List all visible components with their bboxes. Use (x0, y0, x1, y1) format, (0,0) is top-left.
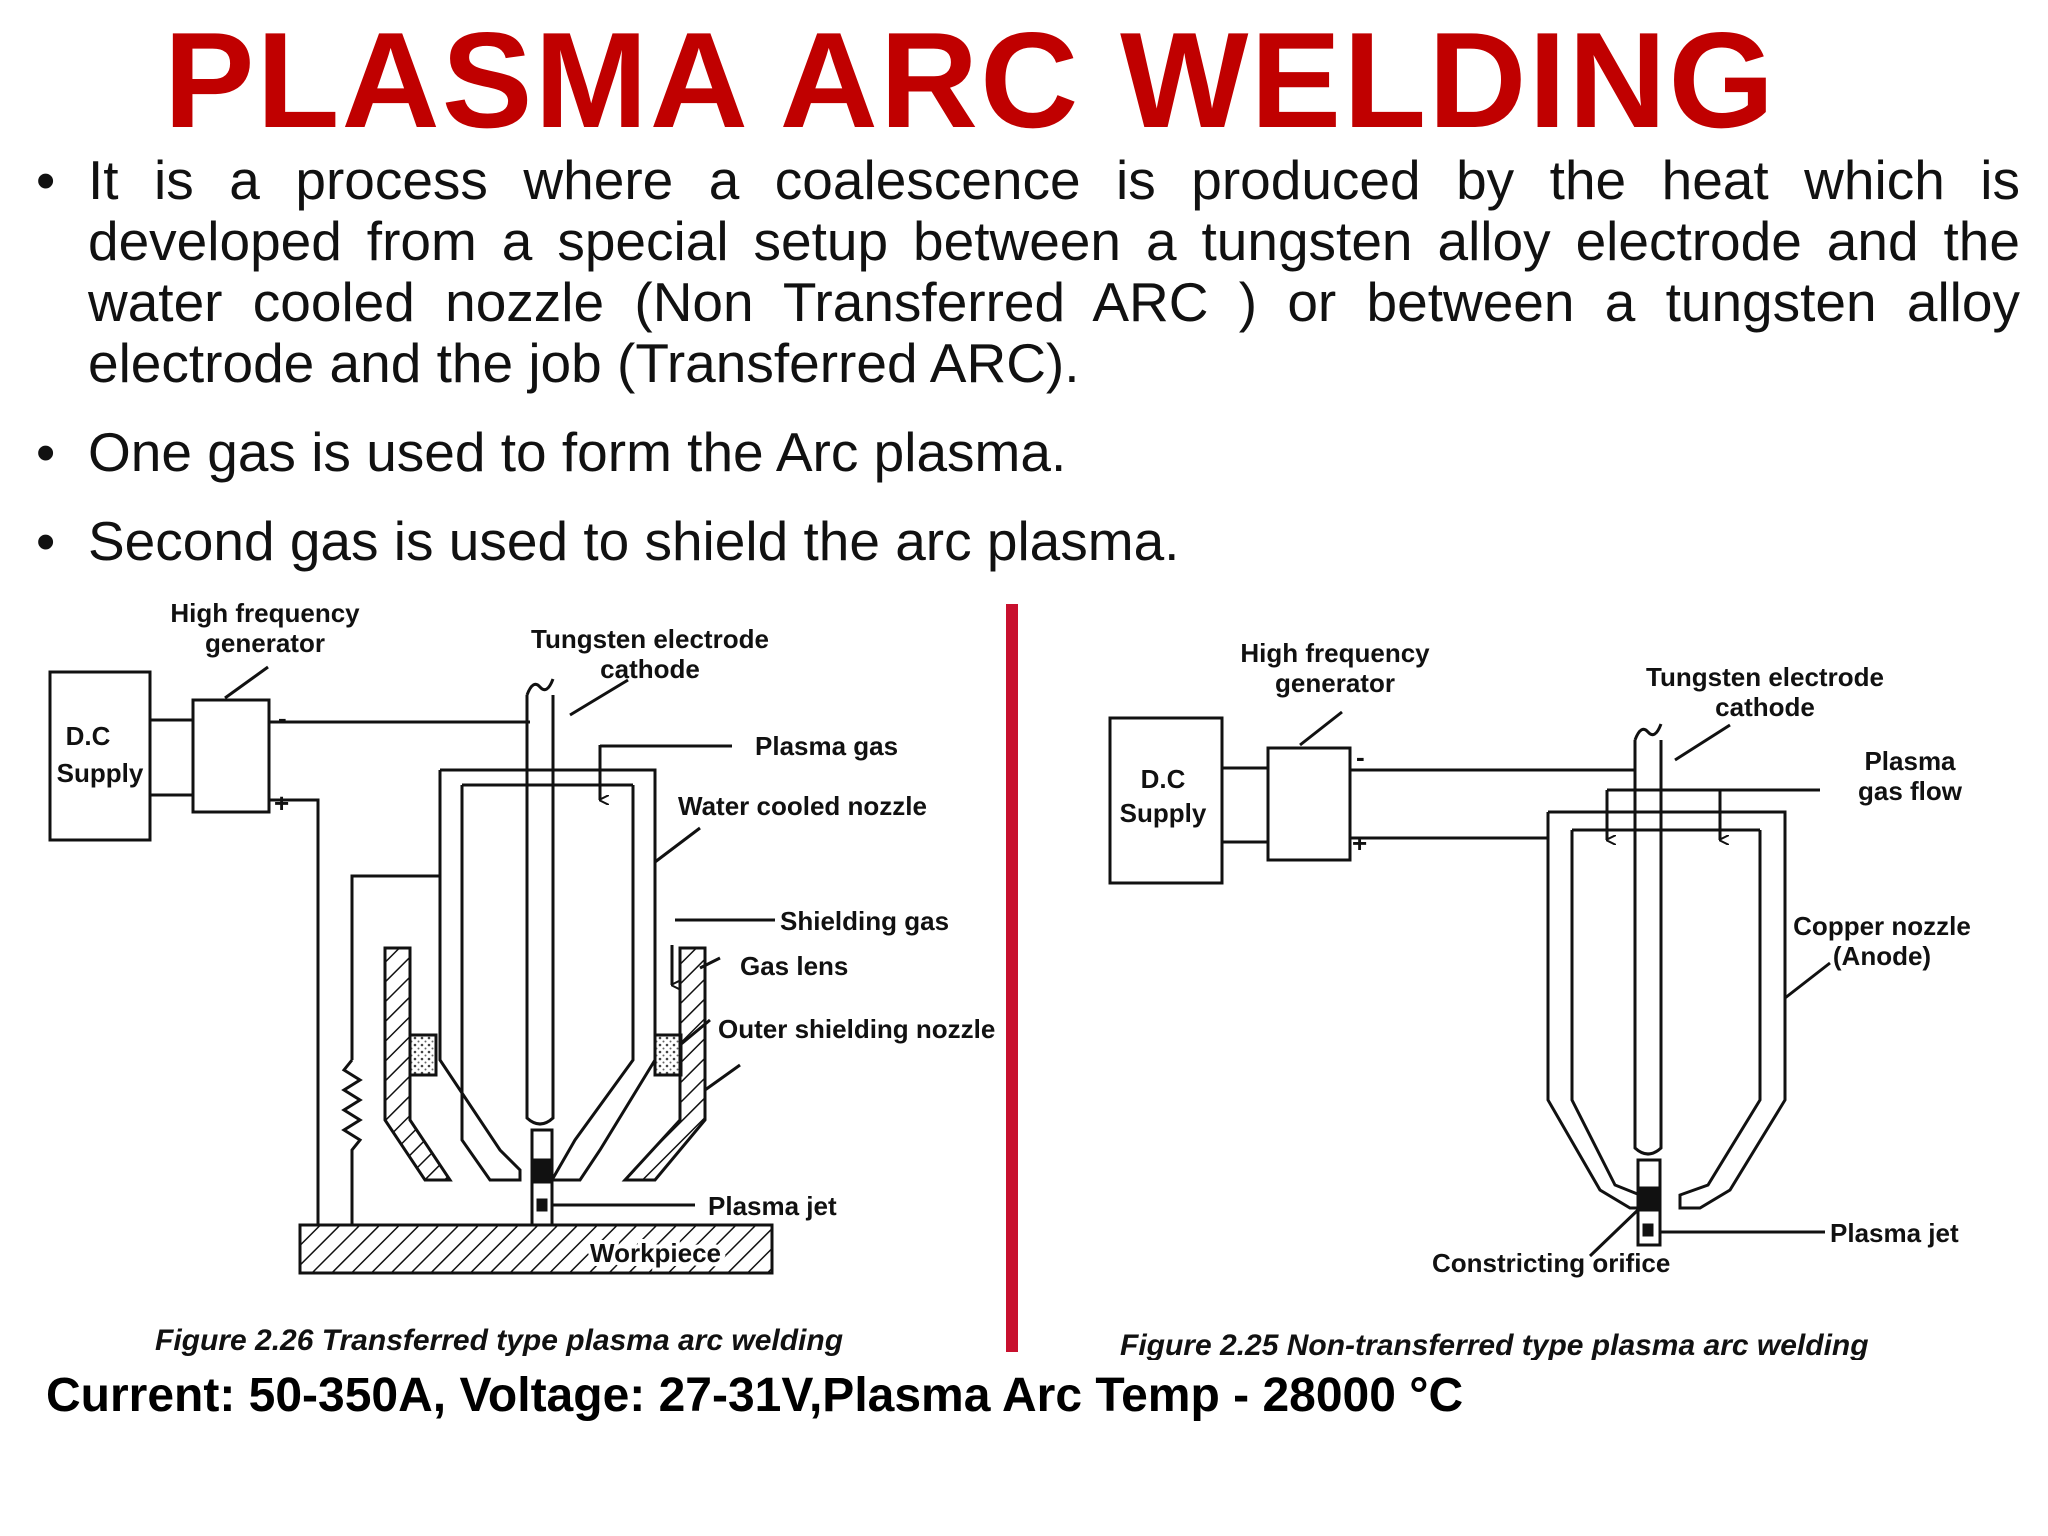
plus-terminal: + (274, 788, 289, 818)
water-nozzle-label: Water cooled nozzle (678, 791, 927, 821)
dc-supply-box (48, 670, 152, 842)
hf-generator-label-2: generator (205, 628, 325, 658)
water-cooled-nozzle (438, 770, 522, 1182)
bullet-arc-gas: One gas is used to form the Arc plasma. (30, 422, 2020, 484)
dc-supply-label-1: D.C (66, 721, 111, 751)
shielding-gas-label: Shielding gas (780, 906, 949, 936)
bullet-shield-gas: Second gas is used to shield the arc pla… (30, 511, 2020, 573)
tungsten-label-1: Tungsten electrode (531, 624, 769, 654)
tungsten-label-2: cathode (1715, 692, 1815, 722)
gas-lens-label: Gas lens (740, 951, 848, 981)
dc-supply-label-1: D.C (1141, 764, 1186, 794)
plus-terminal: + (1352, 828, 1367, 858)
hf-generator-box (191, 698, 271, 814)
orifice-label: Constricting orifice (1432, 1248, 1670, 1278)
plasma-jet-label: Plasma jet (708, 1191, 837, 1221)
workpiece-label: Workpiece (590, 1238, 721, 1268)
dc-supply-label-2: Supply (57, 758, 144, 788)
page-title: PLASMA ARC WELDING (163, 4, 1777, 156)
outer-shielding-nozzle-right (621, 946, 707, 1182)
plasma-gas-label: Plasma gas (755, 731, 898, 761)
copper-nozzle (1546, 812, 1642, 1210)
tungsten-label-2: cathode (600, 654, 700, 684)
vertical-divider (1006, 604, 1018, 1352)
outer-shielding-nozzle-left (383, 946, 453, 1182)
hf-generator-label-1: High frequency (1240, 638, 1430, 668)
copper-nozzle-label-1: Copper nozzle (1793, 911, 1971, 941)
non-transferred-arc-diagram: D.C Supply High frequency generator Tung… (1108, 638, 1971, 1360)
tungsten-label-1: Tungsten electrode (1646, 662, 1884, 692)
figure-caption-right: Figure 2.25 Non-transferred type plasma … (1120, 1329, 1869, 1360)
gas-lens-right (653, 1033, 683, 1077)
minus-terminal: - (1356, 742, 1365, 772)
hf-generator-box (1266, 746, 1352, 862)
workpiece (298, 1223, 774, 1275)
minus-terminal: - (278, 703, 287, 733)
tungsten-electrode (525, 695, 555, 1126)
figure-caption-left: Figure 2.26 Transferred type plasma arc … (155, 1324, 843, 1357)
transferred-arc-diagram: D.C Supply High frequency generator Tung… (48, 598, 995, 1357)
gas-lens-left (408, 1033, 438, 1077)
dc-supply-box (1108, 716, 1224, 885)
tungsten-electrode (1633, 740, 1663, 1156)
plasma-jet-label: Plasma jet (1830, 1218, 1959, 1248)
outer-nozzle-label: Outer shielding nozzle (718, 1014, 995, 1044)
hf-generator-label-2: generator (1275, 668, 1395, 698)
copper-nozzle-label-2: (Anode) (1833, 941, 1931, 971)
bullet-definition: It is a process where a coalescence is p… (30, 150, 2020, 394)
plasma-flow-label-2: gas flow (1858, 776, 1963, 806)
dc-supply-label-2: Supply (1120, 798, 1207, 828)
plasma-flow-label-1: Plasma (1864, 746, 1956, 776)
parameters-footer: Current: 50-350A, Voltage: 27-31V,Plasma… (46, 1369, 1464, 1422)
hf-generator-label-1: High frequency (170, 598, 360, 628)
bullet-list: It is a process where a coalescence is p… (30, 150, 2020, 600)
